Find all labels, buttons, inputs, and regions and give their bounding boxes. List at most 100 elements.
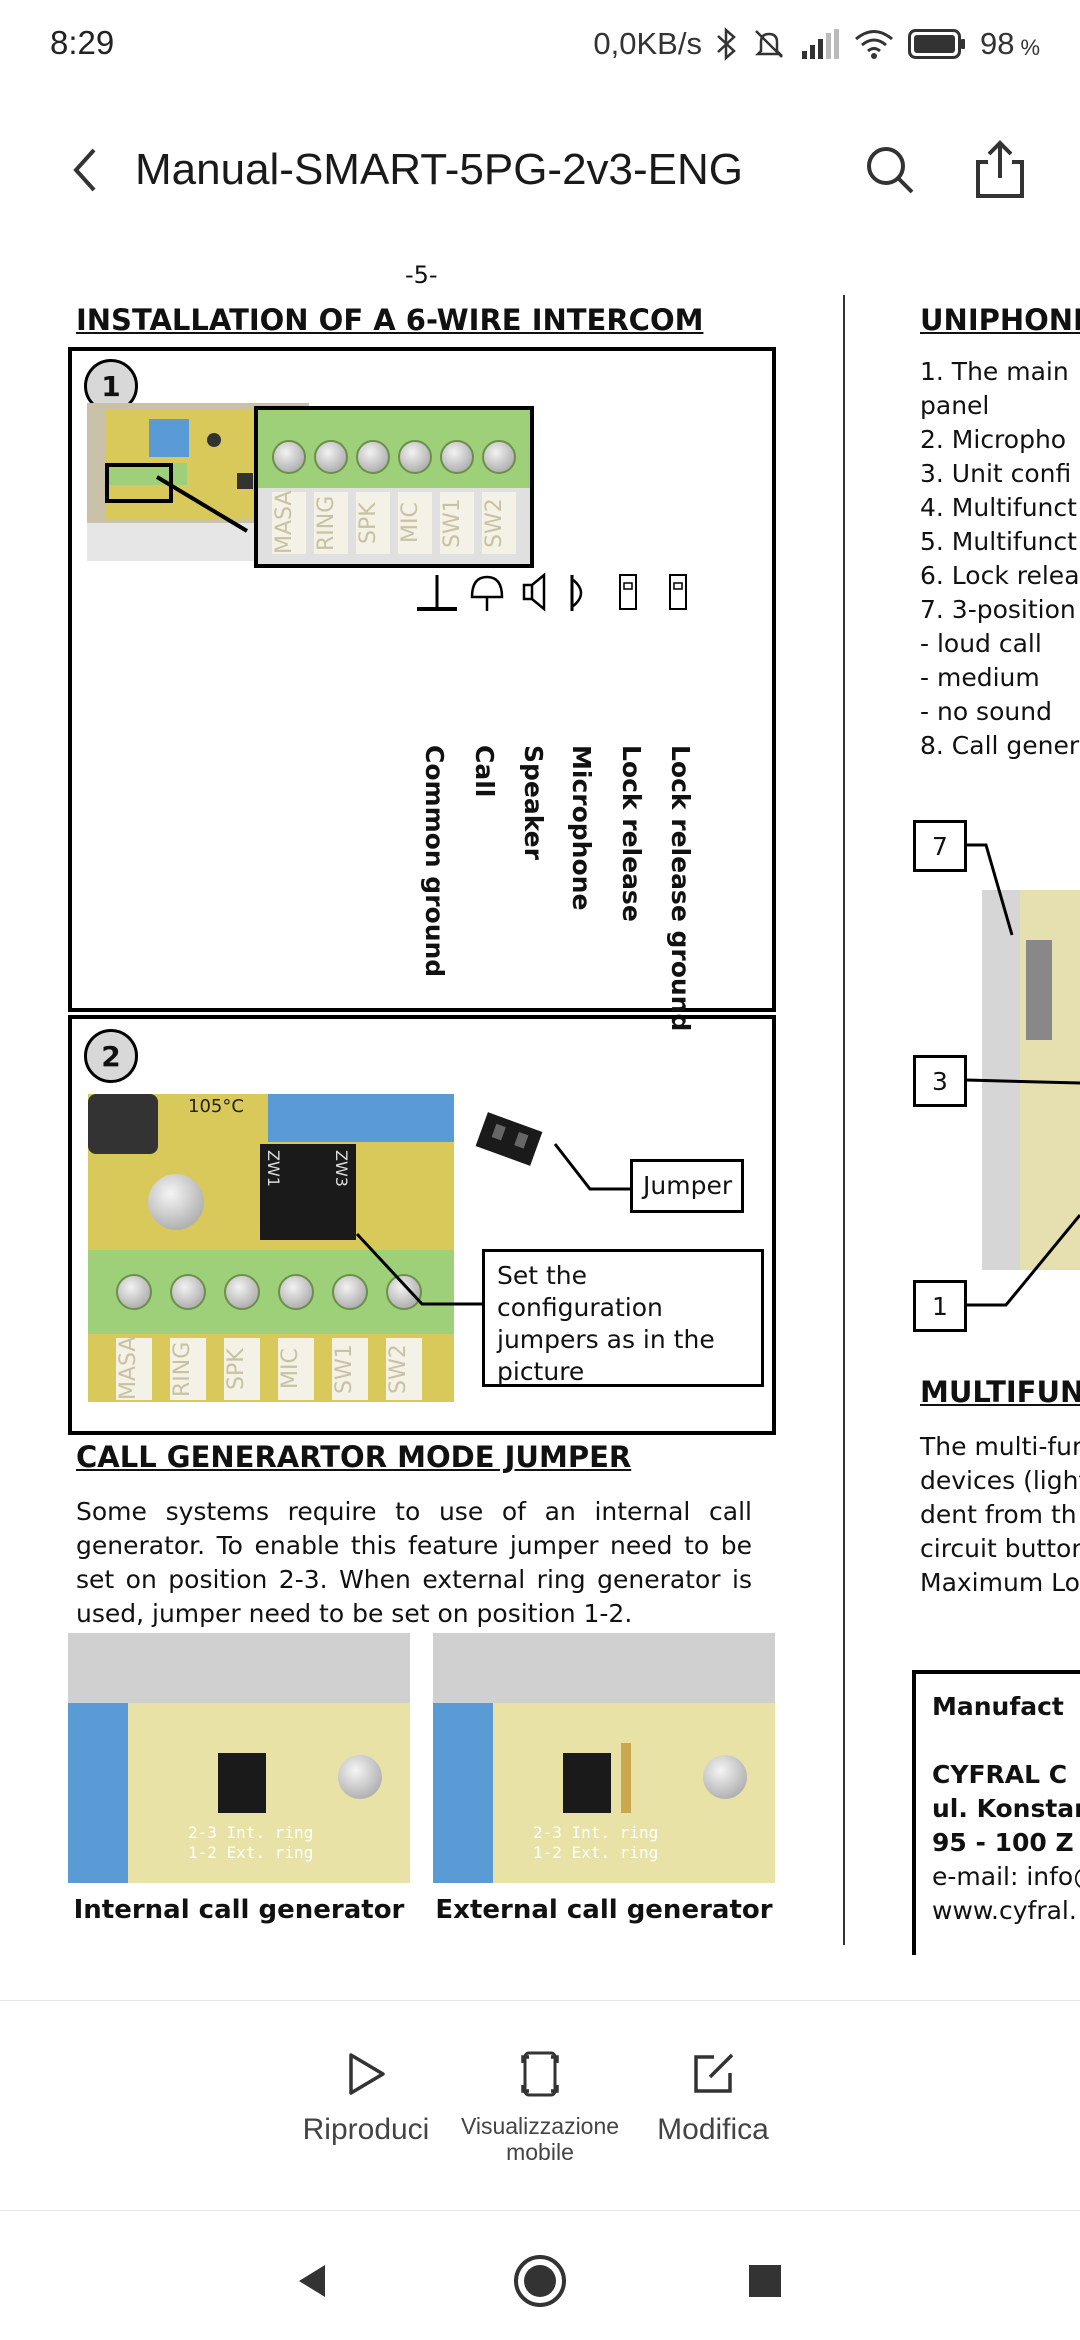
list-item: 8. Call gener: [920, 731, 1080, 760]
ground-icon: [417, 575, 457, 611]
config-callout: Set the configuration jumpers as in the …: [482, 1249, 764, 1387]
temp-label: 105°C: [188, 1096, 244, 1117]
nav-recents-icon: [749, 2265, 781, 2297]
caption-internal: Internal call generator: [73, 1895, 405, 1925]
callgen-heading: CALL GENERARTOR MODE JUMPER: [76, 1440, 632, 1474]
row-text: Ext. ring: [571, 1843, 659, 1862]
manufacturer-box: Manufact CYFRAL C ul. Konstan 95 - 100 Z…: [912, 1670, 1080, 1955]
status-bar: 8:29 0,0KB/s 98 %: [0, 0, 1080, 90]
wifi-icon: [854, 28, 894, 60]
back-button[interactable]: [55, 140, 115, 200]
edit-label: Modifica: [657, 2113, 769, 2146]
list-item: 6. Lock relea: [920, 561, 1080, 590]
terminal-label: MIC: [278, 1338, 314, 1400]
share-button[interactable]: [970, 138, 1030, 202]
step2-box: 2 105°C ZW1 ZW3 MASA RING SPK MIC SW1 SW…: [68, 1015, 776, 1435]
speaker-icon: [522, 572, 546, 612]
row-label: 1-2: [188, 1843, 217, 1862]
step1-box: 1 MASA RING SPK MIC SW1 SW2: [68, 347, 776, 1031]
list-item: - medium: [920, 663, 1040, 692]
board-thumbnail: [87, 403, 309, 561]
mobile-view-icon: [521, 2051, 559, 2097]
column-divider: [843, 295, 845, 1945]
battery-unit: %: [1020, 35, 1040, 60]
action-bar: Riproduci Visualizzazione mobile Modific…: [0, 2000, 1080, 2200]
list-item: 1. The main: [920, 357, 1069, 386]
nav-back-button[interactable]: [283, 2251, 343, 2311]
mobile-view-button[interactable]: Visualizzazione mobile: [455, 2049, 625, 2165]
terminal-label: MIC: [398, 492, 432, 554]
edit-icon: [694, 2053, 734, 2093]
text-line: devices (light: [920, 1466, 1080, 1495]
battery-level: 98: [979, 26, 1015, 61]
external-generator-photo: 2-3 Int. ring 1-2 Ext. ring: [433, 1633, 775, 1883]
signal-icon: [800, 29, 840, 59]
internal-generator-photo: 2-3 Int. ring 1-2 Ext. ring: [68, 1633, 410, 1883]
bell-icon: [470, 575, 504, 611]
step2-number: 2: [84, 1029, 138, 1083]
list-item: panel: [920, 391, 990, 420]
row-label: 2-3: [533, 1823, 562, 1842]
wire-label-speaker: Speaker: [519, 745, 548, 860]
status-time: 8:29: [50, 24, 115, 61]
search-icon: [867, 147, 914, 194]
nav-back-icon: [299, 2265, 325, 2297]
uniphone-heading: UNIPHONE: [920, 303, 1080, 337]
microphone-icon: [570, 575, 583, 611]
play-button[interactable]: Riproduci: [281, 2049, 451, 2147]
document-title: Manual-SMART-5PG-2v3-ENG: [135, 145, 744, 194]
lock-icon: [619, 574, 637, 610]
multifun-text: The multi-fun devices (light dent from t…: [920, 1430, 1080, 1600]
list-item: - loud call: [920, 629, 1042, 658]
row-text: Ext. ring: [226, 1843, 314, 1862]
net-speed: 0,0KB/s: [593, 26, 702, 61]
mobile-view-label: Visualizzazione mobile: [460, 2113, 620, 2165]
play-icon: [349, 2053, 385, 2095]
jumper-icon: [475, 1112, 543, 1166]
multifun-heading: MULTIFUN: [920, 1375, 1080, 1409]
lock-ground-icon: [669, 574, 687, 610]
list-item: 7. 3-position: [920, 595, 1076, 624]
jumper-label-zw3: ZW3: [332, 1150, 351, 1187]
row-text: Int. ring: [226, 1823, 314, 1842]
terminal-label: SPK: [356, 492, 390, 554]
install-heading: INSTALLATION OF A 6-WIRE INTERCOM: [76, 303, 704, 337]
terminal-label: SW2: [386, 1338, 422, 1400]
wire-label-common-ground: Common ground: [420, 745, 449, 978]
company-website: www.cyfral.: [932, 1896, 1077, 1925]
text-line: Maximum Loa: [920, 1568, 1080, 1597]
row-label: 2-3: [188, 1823, 217, 1842]
back-arrow-icon: [73, 148, 96, 192]
bluetooth-icon: [716, 27, 738, 61]
terminal-label: SW2: [482, 492, 516, 554]
text-line: circuit button: [920, 1534, 1080, 1563]
wire-label-lock-ground: Lock release ground: [666, 745, 695, 1032]
wire-label-microphone: Microphone: [567, 745, 596, 911]
company-postal: 95 - 100 Z: [932, 1828, 1074, 1857]
page-number: -5-: [405, 261, 438, 289]
zoom-connector-line: [155, 475, 249, 533]
terminal-label: SW1: [332, 1338, 368, 1400]
wire-symbols: [417, 572, 687, 612]
text-line: The multi-fun: [920, 1432, 1080, 1461]
edit-button[interactable]: Modifica: [628, 2049, 798, 2147]
nav-recents-button[interactable]: [735, 2251, 795, 2311]
text-line: dent from th: [920, 1500, 1077, 1529]
manufacturer-heading: Manufact: [932, 1692, 1064, 1721]
share-icon: [976, 140, 1024, 198]
jumper-leader-line: [553, 1143, 640, 1191]
nav-home-button[interactable]: [510, 2251, 570, 2311]
company-name: CYFRAL C: [932, 1760, 1068, 1789]
row-label: 1-2: [533, 1843, 562, 1862]
company-email: e-mail: info@: [932, 1862, 1080, 1891]
wire-label-lock-release: Lock release: [617, 745, 646, 922]
list-item: 5. Multifunct: [920, 527, 1077, 556]
terminal-label: MASA: [272, 491, 306, 554]
parts-list: 1. The main panel 2. Micropho 3. Unit co…: [920, 355, 1080, 763]
document-page[interactable]: -5- INSTALLATION OF A 6-WIRE INTERCOM 1 …: [0, 255, 1080, 1955]
terminal-label: RING: [170, 1338, 206, 1400]
search-button[interactable]: [860, 140, 920, 200]
mute-icon: [752, 27, 786, 61]
terminal-closeup: MASA RING SPK MIC SW1 SW2: [254, 406, 534, 568]
company-street: ul. Konstan: [932, 1794, 1080, 1823]
